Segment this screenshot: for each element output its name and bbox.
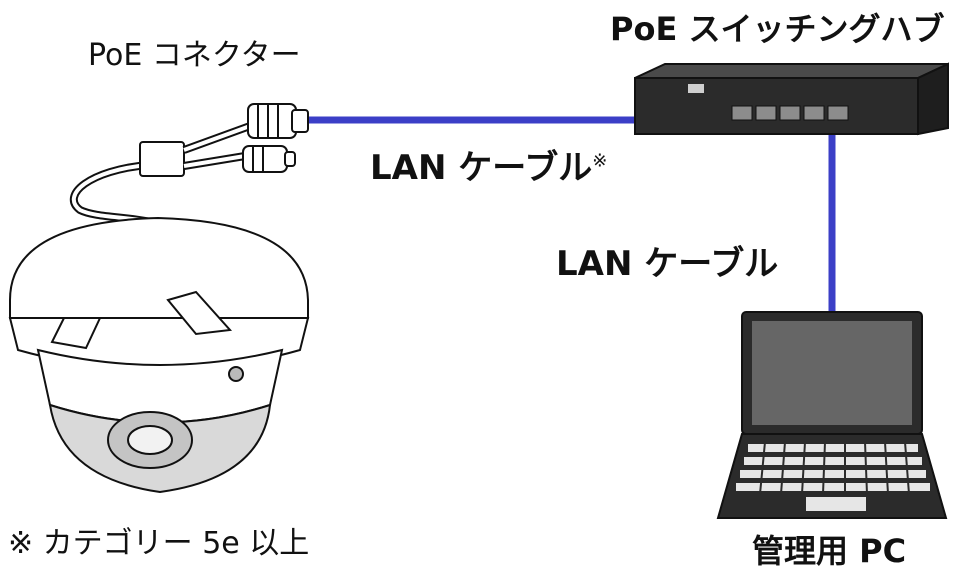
footnote-mark: ※ <box>592 150 608 172</box>
poe-switch-icon <box>634 62 949 136</box>
management-pc-label: 管理用 PC <box>752 532 907 570</box>
poe-connector-label: PoE コネクター <box>88 38 301 73</box>
lan-cable-label-1: LAN ケーブル※ <box>370 140 607 189</box>
footnote-text: ※ カテゴリー 5e 以上 <box>8 526 310 561</box>
dome-camera-icon <box>8 103 310 494</box>
laptop-icon <box>716 311 948 519</box>
lan-cable-label-2: LAN ケーブル <box>556 244 779 284</box>
poe-switch-label: PoE スイッチングハブ <box>610 10 945 48</box>
lan-cable-label-1-text: LAN ケーブル <box>370 148 593 188</box>
